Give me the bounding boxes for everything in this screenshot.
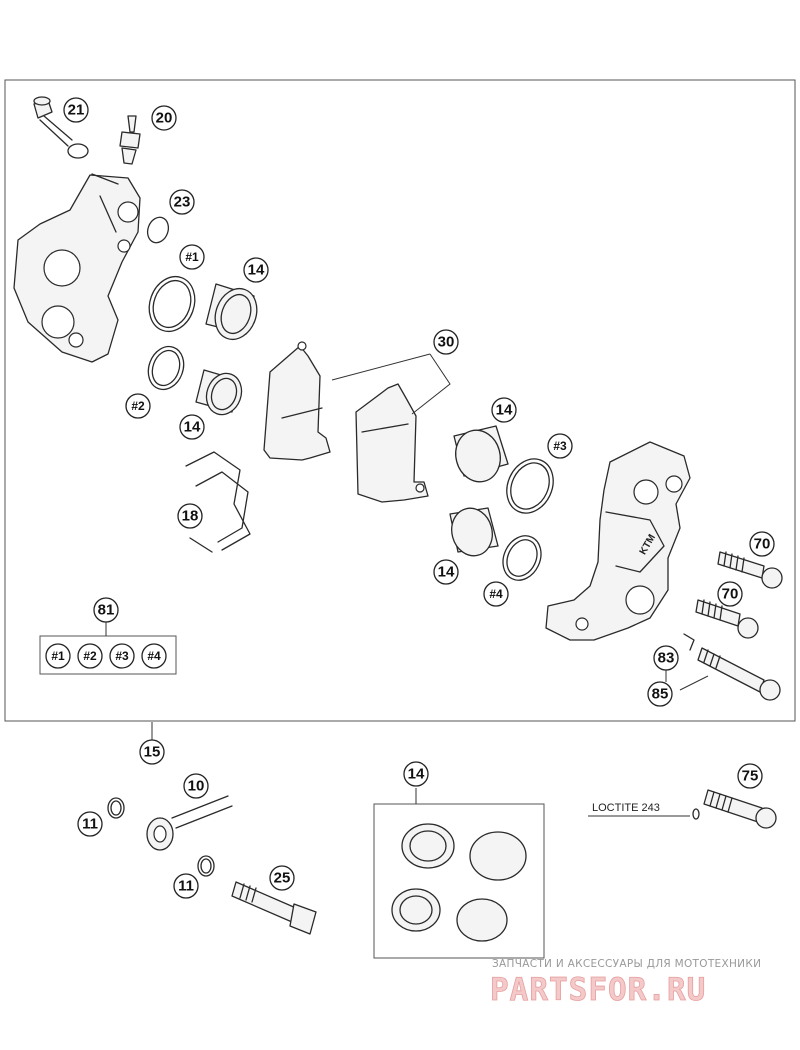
piston-kit-box bbox=[373, 803, 545, 959]
callout-seal-2: #2 bbox=[131, 399, 145, 413]
seal-1 bbox=[148, 275, 196, 333]
callout-seal-4: #4 bbox=[489, 587, 503, 601]
caliper-half-left bbox=[13, 173, 141, 363]
callout-23: 23 bbox=[174, 194, 191, 211]
callout-14-lower-right: 14 bbox=[438, 564, 455, 581]
callout-14-upper-left: 14 bbox=[248, 262, 265, 279]
clip-83 bbox=[683, 633, 695, 651]
brake-pad-front bbox=[263, 341, 331, 461]
callout-83: 83 bbox=[658, 650, 675, 667]
repair-kit-box bbox=[39, 635, 177, 675]
callout-30: 30 bbox=[438, 334, 455, 351]
piston-kit-pistons bbox=[391, 823, 527, 942]
watermark-caption: ЗАПЧАСТИ И АКСЕССУАРЫ ДЛЯ МОТОТЕХНИКИ bbox=[492, 958, 761, 970]
callout-20: 20 bbox=[156, 110, 173, 127]
seal-3 bbox=[506, 458, 554, 514]
callout-15: 15 bbox=[144, 744, 161, 761]
pad-spring-part bbox=[185, 451, 251, 553]
callout-85: 85 bbox=[652, 686, 669, 703]
callout-14-kit: 14 bbox=[408, 766, 425, 783]
kit-item-2: #2 bbox=[83, 649, 97, 663]
seal-2 bbox=[147, 345, 185, 391]
brake-line-10 bbox=[146, 795, 233, 851]
piston-left-small bbox=[195, 369, 243, 416]
callout-25: 25 bbox=[274, 870, 291, 887]
callout-75: 75 bbox=[742, 768, 759, 785]
piston-right-small bbox=[449, 507, 499, 557]
callout-70-lower: 70 bbox=[722, 586, 739, 603]
callout-81: 81 bbox=[98, 602, 115, 619]
loctite-note: LOCTITE 243 bbox=[592, 802, 660, 814]
leader-lines bbox=[105, 353, 709, 804]
callout-14-lower-left: 14 bbox=[184, 419, 201, 436]
bleed-cap-part bbox=[33, 96, 89, 159]
callout-18: 18 bbox=[182, 508, 199, 525]
seal-23 bbox=[146, 216, 170, 244]
callout-21: 21 bbox=[68, 102, 85, 119]
kit-item-4: #4 bbox=[147, 649, 161, 663]
piston-right-large bbox=[453, 425, 509, 483]
callout-14-upper-right: 14 bbox=[496, 402, 513, 419]
kit-item-3: #3 bbox=[115, 649, 129, 663]
seal-4 bbox=[502, 535, 542, 581]
pin-85 bbox=[697, 647, 781, 701]
callout-11-lower: 11 bbox=[178, 878, 194, 895]
watermark-logo: PARTSFOR.RU bbox=[490, 972, 706, 1008]
brake-pad-rear bbox=[355, 383, 429, 503]
assembly-frame bbox=[4, 79, 796, 722]
piston-left-large bbox=[205, 283, 258, 341]
callout-10: 10 bbox=[188, 778, 205, 795]
bleeder-screw-part bbox=[119, 115, 141, 165]
callout-seal-1: #1 bbox=[185, 250, 199, 264]
sealing-ring-11-upper bbox=[107, 797, 125, 819]
screw-70-lower bbox=[695, 599, 759, 639]
caliper-half-right: KTM bbox=[545, 441, 691, 641]
banjo-bolt-25 bbox=[231, 881, 317, 935]
kit-item-1: #1 bbox=[51, 649, 65, 663]
callout-seal-3: #3 bbox=[553, 439, 567, 453]
screw-75 bbox=[692, 789, 777, 829]
sealing-ring-11-lower bbox=[197, 855, 215, 877]
callout-11-upper: 11 bbox=[82, 816, 98, 833]
screw-70-upper bbox=[717, 551, 783, 589]
callout-70-upper: 70 bbox=[754, 536, 771, 553]
callouts bbox=[45, 97, 775, 899]
